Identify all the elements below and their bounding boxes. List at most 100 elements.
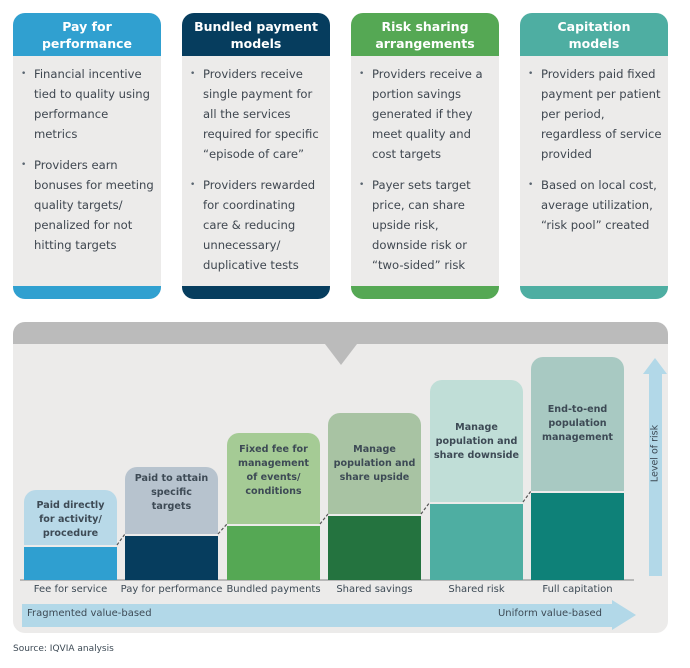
bullet-item: Financial incentive tied to quality usin… [21,64,155,144]
step-separator [430,502,523,504]
step-description-block: Manage population and share upside [328,413,421,516]
arrow-right-icon [612,600,636,630]
step-level-bar [430,504,523,580]
step-description-line: Paid directly [36,500,105,511]
step-connector [420,501,431,515]
step-description-line: procedure [42,528,99,539]
card-risk-sharing-arrangements: Risk sharing arrangements Providers rece… [351,13,499,299]
step-description-line: Manage [353,444,396,455]
staircase-baseline [20,579,634,581]
step-description-line: management [541,432,614,443]
step-connector [522,490,532,503]
step-label: Fee for service [33,584,108,595]
step-label: Bundled payments [226,584,321,595]
card-title-line: Risk sharing [381,19,469,34]
card-bullets: Financial incentive tied to quality usin… [13,56,161,255]
card-title-line: performance [41,36,133,51]
bullet-item: Providers receive single payment for all… [190,64,324,164]
step-description-line: for activity/ [39,514,102,525]
step-description-block: End-to-end population management [531,357,624,493]
card-pay-for-performance: Pay for performance Financial incentive … [13,13,161,299]
progress-right-label: Uniform value-based [497,608,602,619]
step-description-line: population and [435,436,518,447]
step-description-line: targets [151,501,192,512]
step-description-block: Fixed fee for management of events/ cond… [227,433,320,526]
card-title-line: Capitation [557,19,631,34]
bullet-item: Providers paid fixed payment per patient… [528,64,662,164]
arrow-up-icon [643,358,667,374]
source-note: Source: IQVIA analysis [13,644,114,654]
card-footer-bar [13,286,161,299]
step-description-line: End-to-end [547,404,608,415]
risk-axis-label: Level of risk [649,424,661,483]
step-description-block: Paid directly for activity/ procedure [24,490,117,547]
step-connector [116,533,126,546]
card-title-line: models [568,36,620,51]
callout-notch [325,344,357,365]
step-pay-for-performance: Paid to attain specific targets Pay for … [121,322,222,602]
arrow-shaft [22,604,612,627]
step-separator [328,514,421,516]
step-description-line: Manage [455,422,498,433]
step-separator [531,491,624,493]
card-footer-bar [182,286,330,299]
step-label: Shared savings [336,584,413,595]
step-connector [217,523,228,535]
step-separator [125,534,218,536]
step-full-capitation: End-to-end population management Full ca… [531,322,624,602]
card-bullets: Providers paid fixed payment per patient… [520,56,668,235]
step-description-line: share upside [339,472,410,483]
progress-left-label: Fragmented value-based [27,608,152,619]
bullet-item: Providers receive a portion savings gene… [359,64,493,164]
card-header: Capitation models [520,13,668,56]
bullet-item: Providers rewarded for coordinating care… [190,175,324,275]
step-separator [227,524,320,526]
step-description-line: Fixed fee for [239,444,308,455]
card-title-line: Pay for [62,19,112,34]
card-header: Risk sharing arrangements [351,13,499,56]
step-shared-savings: Manage population and share upside Share… [328,322,421,602]
card-header: Pay for performance [13,13,161,56]
step-description-block: Manage population and share downside [430,380,523,504]
step-level-bar [24,547,117,580]
card-title-line: arrangements [375,36,475,51]
step-label: Shared risk [448,584,505,595]
card-footer-bar [351,286,499,299]
step-description-line: population [548,418,607,429]
step-description-line: population and [333,458,416,469]
bullet-item: Payer sets target price, can share upsid… [359,175,493,275]
card-header: Bundled payment models [182,13,330,56]
step-fee-for-service: Paid directly for activity/ procedure Fe… [24,322,117,602]
step-level-bar [531,493,624,580]
level-of-risk-arrow: Level of risk [643,358,668,576]
step-description-line: management [237,458,310,469]
step-label: Pay for performance [120,584,223,595]
step-connector [319,513,329,525]
card-bundled-payment-models: Bundled payment models Providers receive… [182,13,330,299]
card-capitation-models: Capitation models Providers paid fixed p… [520,13,668,299]
step-level-bar [125,536,218,580]
arrow-shaft [649,374,662,576]
bullet-item: Based on local cost, average utilization… [528,175,662,235]
step-description-line: conditions [245,486,302,497]
step-description-line: of events/ [246,472,301,483]
staircase-panel: Paid directly for activity/ procedure Fe… [13,322,668,633]
value-based-arrow: Fragmented value-based Uniform value-bas… [22,600,638,630]
step-bundled-payments: Fixed fee for management of events/ cond… [226,322,321,602]
step-level-bar [328,516,421,580]
panel-header-band [13,322,668,344]
step-description-block: Paid to attain specific targets [125,467,218,536]
step-shared-risk: Manage population and share downside Sha… [430,322,523,602]
step-description-line: share downside [433,450,520,461]
bullet-item: Providers earn bonuses for meeting quali… [21,155,155,255]
step-separator [24,545,117,547]
step-description-line: Paid to attain [134,473,209,484]
card-title-line: Bundled payment [194,19,318,34]
step-level-bar [227,526,320,580]
step-label: Full capitation [542,584,613,595]
card-bullets: Providers receive single payment for all… [182,56,330,275]
card-bullets: Providers receive a portion savings gene… [351,56,499,275]
step-description-line: specific [151,487,192,498]
card-title-line: models [230,36,282,51]
card-footer-bar [520,286,668,299]
